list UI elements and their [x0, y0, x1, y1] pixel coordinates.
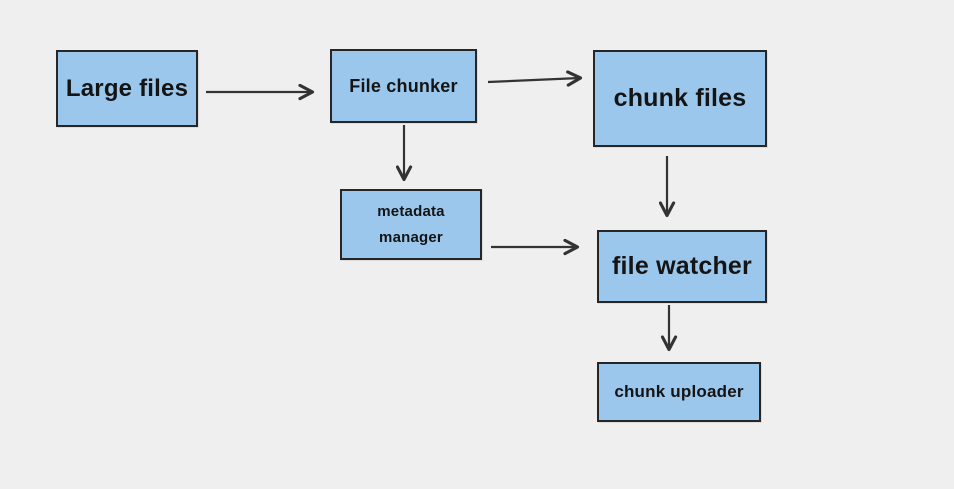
node-chunk-uploader[interactable]: chunk uploader — [597, 362, 761, 422]
node-file-chunker[interactable]: File chunker — [330, 49, 477, 123]
node-chunk-files[interactable]: chunk files — [593, 50, 767, 147]
node-large-files[interactable]: Large files — [56, 50, 198, 127]
node-file-watcher[interactable]: file watcher — [597, 230, 767, 303]
node-metadata-manager[interactable]: metadata manager — [340, 189, 482, 260]
edge-file-chunker-to-chunk-files — [487, 70, 583, 87]
